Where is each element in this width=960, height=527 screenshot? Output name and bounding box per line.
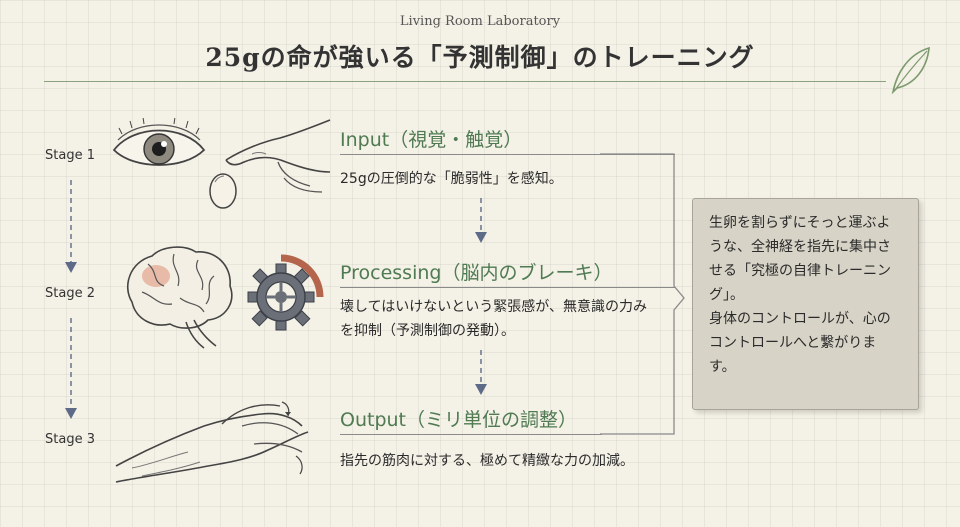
stage-2-to-3-arrow [65,318,77,419]
stage-3-description: 指先の筋肉に対する、極めて精緻な力の加減。 [340,453,634,469]
brand-label: Living Room Laboratory [399,14,561,29]
stage-3-label: Stage 3 [45,432,95,447]
stage-2-heading: Processing（脳内のブレーキ） [340,262,613,284]
stage-2-description: 壊してはいけないという緊張感が、無意識の力みを抑制（予測制御の発動）。 [340,299,648,339]
title-divider [44,81,886,82]
stage-1-label: Stage 1 [45,148,95,163]
leaf-icon [891,46,930,95]
stage-1-description: 25gの圧倒的な「脆弱性」を感知。 [340,171,563,187]
stage-1-heading: Input（視覚・触覚） [340,129,523,151]
stage-2-label: Stage 2 [45,286,95,301]
stage-2-underline [340,287,675,288]
page-title: 25gの命が強いる「予測制御」のトレーニング [205,43,755,72]
eye-icon [112,118,206,166]
stage-3-heading: Output（ミリ単位の調整） [340,409,577,431]
summary-note-text: 生卵を割らずにそっと運ぶような、全神経を指先に集中させる「究極の自律トレーニング… [709,215,891,375]
summary-bracket [600,153,685,435]
stage-1-underline [340,154,675,155]
hand-icon [115,401,309,483]
stage-1-to-2-arrow [65,180,77,273]
egg-icon [209,173,237,209]
stage-3-underline [340,434,602,435]
gear-icon [247,254,324,331]
brain-icon [127,246,233,349]
processing-to-output-arrow [475,350,487,395]
fingertip-hand-icon [225,119,331,193]
summary-note: 生卵を割らずにそっと運ぶような、全神経を指先に集中させる「究極の自律トレーニング… [692,198,919,410]
input-to-processing-arrow [475,198,487,243]
